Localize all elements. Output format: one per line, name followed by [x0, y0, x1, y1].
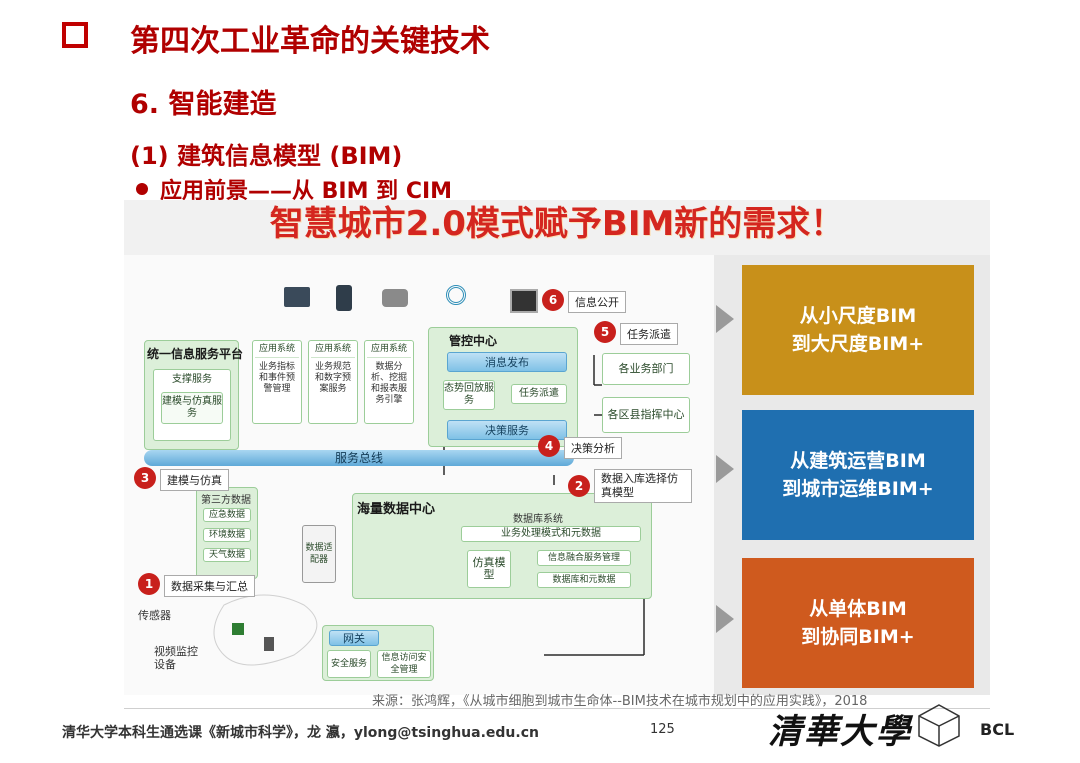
data-sources-panel: 第三方数据 应急数据 环境数据 天气数据: [196, 487, 258, 579]
weather-box: 天气数据: [203, 548, 251, 562]
app-card-1: 应用系统 业务指标和事件预警管理: [252, 340, 302, 424]
figure-banner: 智慧城市2.0模式赋予BIM新的需求！: [269, 204, 845, 244]
radio-icon: [382, 289, 408, 307]
situation-playback-box: 态势回放服务: [443, 380, 495, 410]
control-center-title: 管控中心: [449, 334, 498, 348]
app-card-3: 应用系统 数据分析、挖掘和报表服务引擎: [364, 340, 414, 424]
db-system-label: 数据库系统: [513, 514, 563, 525]
figure: 智慧城市2.0模式赋予BIM新的需求！: [124, 200, 990, 695]
support-service-label: 支撑服务: [172, 374, 212, 385]
data-center-title: 海量数据中心: [357, 502, 436, 517]
slide-title: 第四次工业革命的关键技术: [130, 24, 490, 59]
sensor-device-icon: [232, 623, 244, 635]
dept-box: 各业务部门: [602, 353, 690, 385]
support-service-box: 支撑服务 建模与仿真服务: [153, 369, 231, 441]
adapter-box: 数据适配器: [302, 525, 336, 583]
right-column: 从小尺度BIM 到大尺度BIM+ 从建筑运营BIM 到城市运维BIM+ 从单体B…: [714, 255, 990, 695]
step-3-label: 建模与仿真: [160, 469, 229, 491]
footer-divider: [124, 708, 990, 709]
step-6-label: 信息公开: [568, 291, 626, 313]
page-number: 125: [650, 722, 675, 737]
info-fusion-box: 信息融合服务管理: [537, 550, 631, 566]
unified-platform-panel: 统一信息服务平台 支撑服务 建模与仿真服务: [144, 340, 243, 450]
decision-service-box: 决策服务: [447, 420, 567, 440]
db-meta-box: 数据库和元数据: [537, 572, 631, 588]
step-6-marker: 6: [542, 289, 564, 311]
bcl-logo: BCL: [980, 720, 1015, 739]
bim-box-scale: 从小尺度BIM 到大尺度BIM+: [742, 265, 974, 395]
subsection-heading: (1) 建筑信息模型 (BIM): [130, 142, 403, 170]
step-5-marker: 5: [594, 321, 616, 343]
step-1-label: 数据采集与汇总: [164, 575, 255, 597]
step-5-label: 任务派遣: [620, 323, 678, 345]
task-dispatch-box: 任务派遣: [511, 384, 567, 404]
data-center-panel: 海量数据中心 数据库系统 业务处理模式和元数据 仿真模型 信息融合服务管理 数据…: [352, 493, 652, 599]
biz-model-box: 业务处理模式和元数据: [461, 526, 641, 542]
env-box: 环境数据: [203, 528, 251, 542]
control-center-panel: 管控中心 消息发布 态势回放服务 任务派遣 决策服务: [428, 327, 578, 447]
gateway-box: 网关: [329, 630, 379, 646]
camera-device-icon: [264, 637, 274, 651]
wifi-icon: [446, 285, 466, 305]
chevron-right-icon: [716, 305, 734, 333]
video-label: 视频监控设备: [154, 645, 198, 671]
emergency-box: 应急数据: [203, 508, 251, 522]
platform-title: 统一信息服务平台: [147, 347, 244, 361]
step-4-label: 决策分析: [564, 437, 622, 459]
sensor-label: 传感器: [138, 609, 171, 622]
laptop-icon: [284, 287, 310, 307]
chevron-right-icon: [716, 605, 734, 633]
bullet-text: 应用前景——从 BIM 到 CIM: [160, 179, 453, 204]
info-access-box: 信息访问安全管理: [377, 650, 431, 678]
step-1-marker: 1: [138, 573, 160, 595]
bim-box-operation: 从建筑运营BIM 到城市运维BIM+: [742, 410, 974, 540]
source-citation: 来源：张鸿辉，《从城市细胞到城市生命体--BIM技术在城市规划中的应用实践》，2…: [372, 694, 868, 709]
section-heading: 6. 智能建造: [130, 89, 277, 120]
security-box: 安全服务: [327, 650, 371, 678]
phone-icon: [336, 285, 352, 311]
modeling-service-box: 建模与仿真服务: [161, 392, 223, 424]
chevron-right-icon: [716, 455, 734, 483]
third-party-label: 第三方数据: [201, 495, 251, 506]
step-3-marker: 3: [134, 467, 156, 489]
app-card-2: 应用系统 业务规范和数字预案服务: [308, 340, 358, 424]
architecture-diagram: 统一信息服务平台 支撑服务 建模与仿真服务 应用系统 业务指标和事件预警管理 应…: [124, 255, 714, 695]
step-2-label: 数据入库选择仿真模型: [594, 469, 692, 503]
cube-logo-icon: [918, 704, 960, 747]
bim-box-collab: 从单体BIM 到协同BIM+: [742, 558, 974, 688]
county-box: 各区县指挥中心: [602, 397, 690, 433]
step-4-marker: 4: [538, 435, 560, 457]
sim-model-box: 仿真模型: [467, 550, 511, 588]
tsinghua-logo: 清華大學: [768, 712, 912, 752]
bullet-dot-icon: [136, 183, 148, 195]
step-2-marker: 2: [568, 475, 590, 497]
title-square-icon: [62, 22, 88, 48]
msg-publish-box: 消息发布: [447, 352, 567, 372]
footer-text: 清华大学本科生通选课《新城市科学》，龙 瀛，ylong@tsinghua.edu…: [62, 725, 539, 741]
service-bus: 服务总线: [144, 450, 574, 466]
gateway-panel: 网关 安全服务 信息访问安全管理: [322, 625, 434, 681]
tv-icon: [510, 289, 538, 313]
